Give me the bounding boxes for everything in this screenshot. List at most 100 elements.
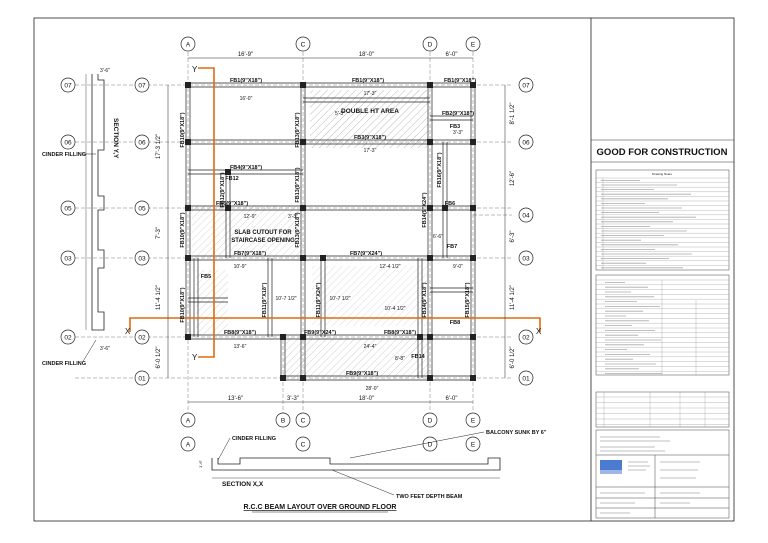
column-3: [470, 82, 476, 88]
cinder-filling-label-3: CINDER FILLING: [232, 436, 276, 442]
column-8: [185, 205, 191, 211]
beam-label-h: FB8(9"X18"): [224, 330, 256, 336]
bubble-right-06-label: 06: [522, 140, 530, 147]
bubble-top-C-circle: [295, 36, 311, 52]
bubble-top-D-circle: [422, 36, 438, 52]
beam-label-small: FB3: [450, 124, 460, 130]
room-dim: 13'-6": [234, 344, 247, 350]
cinder-filling-label-2: CINDER FILLING: [42, 361, 86, 367]
section-line-xx: [129, 317, 541, 332]
beam-label-v: FB13(9"X18"): [295, 212, 301, 247]
bubble-left2-01-label: 01: [138, 376, 146, 383]
room-hatch-1: [312, 266, 427, 326]
beam-label-h: FB1(9"X18"): [352, 78, 384, 84]
bubble-left-05-label: 05: [64, 206, 72, 213]
dim-bottom: 6'-0": [446, 396, 458, 402]
room-dim: 24'-4": [364, 344, 377, 350]
balcony-note: BALCONY SUNK BY 6": [486, 430, 547, 436]
column-28: [320, 255, 326, 261]
beam-label-h: FB7(9"X18"): [234, 251, 266, 257]
beam-label-v: FB10(9"X18"): [180, 112, 186, 147]
beam-label-h: FB9(9"X18"): [346, 371, 378, 377]
column-7: [470, 139, 476, 145]
dim-left: 11'-4 1/2": [156, 285, 162, 310]
bubble-left-06-label: 06: [64, 140, 72, 147]
column-1: [300, 82, 306, 88]
beam-label-v: FB13(9"X18"): [295, 167, 301, 202]
room-dim: 3'-3": [453, 130, 463, 136]
dim-right: 6'-0 1/2": [510, 347, 516, 369]
bubble-right-01-label: 01: [522, 376, 530, 383]
room-dim: 10'-7 1/2": [275, 296, 296, 302]
bubble-sec-C-label: C: [301, 442, 306, 449]
beam-label-h: FB1(9"X18"): [444, 78, 476, 84]
beam-label-h: FB5(9"X18"): [216, 201, 248, 207]
beam-label-v: FB14(9"X24"): [422, 192, 428, 227]
slab-cutout-label-2: STAIRCASE OPENING: [231, 238, 295, 244]
dim-bottom: 3'-3": [287, 396, 299, 402]
room-dim: 17'-3": [364, 148, 377, 154]
bubble-bottom-D-label: D: [428, 418, 433, 425]
bubble-right-02-circle: [518, 329, 534, 345]
bubble-top-C-label: C: [301, 42, 306, 49]
bubble-left-07-circle: [60, 77, 76, 93]
column-18: [300, 334, 306, 340]
bubble-bottom-A-circle: [180, 412, 196, 428]
bubble-right-07-circle: [518, 77, 534, 93]
column-17: [280, 334, 286, 340]
drawing-title: R.C.C BEAM LAYOUT OVER GROUND FLOOR: [244, 504, 397, 511]
double-height-area: [310, 90, 428, 148]
bubble-bottom-E-circle: [465, 412, 481, 428]
beam-labels: FB1(9"X18") FB1(9"X18") FB1(9"X18") FB2(9"X…: [180, 78, 476, 377]
column-10: [427, 205, 433, 211]
room-dim: 6'-6": [433, 234, 443, 240]
column-9: [300, 205, 306, 211]
bubble-left2-05-circle: [134, 200, 150, 216]
beam-label-v: FB15(9"X18"): [465, 282, 471, 317]
section-yy-label: SECTION Y,Y: [112, 118, 119, 159]
floor-plan: X X Y Y: [75, 52, 542, 420]
bubble-right-04-label: 04: [522, 213, 530, 220]
bubble-top-E-circle: [465, 36, 481, 52]
dim-left: 7'-3": [156, 227, 162, 239]
beam-label-h: FB9(9"X24"): [304, 330, 336, 336]
bubble-left2-01-circle: [134, 370, 150, 386]
column-19: [427, 334, 433, 340]
column-29: [417, 334, 423, 340]
double-height-label: DOUBLE HT AREA: [341, 108, 399, 115]
cinder-filling-label-1: CINDER FILLING: [42, 152, 86, 158]
stair-cutout-hatch: [192, 205, 304, 257]
column-20: [470, 334, 476, 340]
beam-label-small: FB6: [445, 201, 455, 207]
bubble-top-A-label: A: [186, 42, 191, 49]
dim-right: 8'-1 1/2": [510, 103, 516, 125]
column-2: [427, 82, 433, 88]
bubble-right-06-circle: [518, 134, 534, 150]
materials-lines: [596, 279, 729, 375]
balcony-hatch: [283, 338, 430, 378]
beam-label-h: FB1(9"X18"): [230, 78, 262, 84]
beam-label-v: FB12(9"X18"): [220, 172, 226, 207]
bubble-bottom-D-circle: [422, 412, 438, 428]
bubble-sec-D-label: D: [428, 442, 433, 449]
room-dim: 10'-7 1/2": [329, 296, 350, 302]
column-16: [185, 334, 191, 340]
revision-lines: [596, 392, 729, 427]
beam-label-v: FB14(9"X18"): [422, 282, 428, 317]
beam-label-v: FB11(9"X24"): [316, 282, 322, 317]
beam-label-h: FB2(9"X18"): [442, 111, 474, 117]
bubble-sec-E-circle: [465, 436, 481, 452]
beam-label-small: FB7: [447, 244, 457, 250]
bubble-left2-02-circle: [134, 329, 150, 345]
beam-label-small: FB12: [225, 176, 238, 182]
dim-bottom: 13'-6": [228, 396, 243, 402]
slab-cutout-label-1: SLAB CUTOUT FOR: [234, 230, 292, 236]
beam-label-h: FB3(9"X18"): [354, 135, 386, 141]
dim-left: 6'-0 1/2": [156, 347, 162, 369]
column-27: [442, 205, 448, 211]
section-yy-dim-top: 3'-6": [100, 68, 110, 74]
bubble-left2-03-label: 03: [138, 256, 146, 263]
beam-label-v: FB10(9"X18"): [180, 212, 186, 247]
bubble-top-E-label: E: [471, 42, 476, 49]
